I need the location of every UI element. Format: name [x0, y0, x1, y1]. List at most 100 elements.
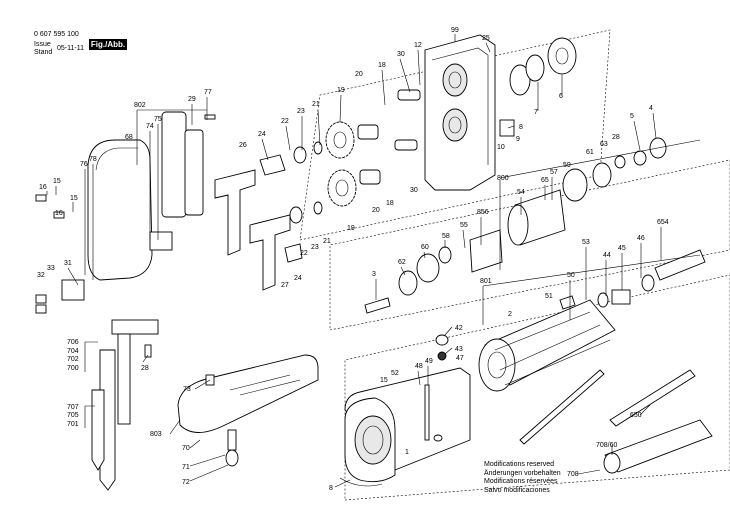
label-44: 44: [603, 252, 611, 259]
label-43: 43: [455, 346, 463, 353]
label-50: 50: [567, 272, 575, 279]
label-654: 654: [657, 219, 669, 226]
label-19a: 19: [337, 87, 345, 94]
label-19b: 19: [347, 225, 355, 232]
label-29: 29: [188, 96, 196, 103]
label-704: 704: [67, 348, 79, 355]
label-71: 71: [182, 464, 190, 471]
label-9: 9: [516, 136, 520, 143]
label-61: 61: [586, 149, 594, 156]
label-23b: 23: [311, 244, 319, 251]
label-70: 70: [182, 445, 190, 452]
base-plate: [177, 354, 319, 467]
label-18b: 18: [386, 200, 394, 207]
label-20b: 20: [372, 207, 380, 214]
label-55: 55: [460, 222, 468, 229]
label-6: 6: [559, 93, 563, 100]
label-52: 52: [391, 370, 399, 377]
label-800: 800: [497, 175, 509, 182]
label-16: 16: [39, 184, 47, 191]
motor-housing: [339, 334, 471, 487]
small-parts-left: [35, 114, 216, 491]
label-77: 77: [204, 89, 212, 96]
label-57: 57: [550, 169, 558, 176]
label-28a: 28: [612, 134, 620, 141]
label-33: 33: [47, 265, 55, 272]
label-15a: 15: [53, 178, 61, 185]
doc-number: 0 607 595 100: [34, 31, 79, 38]
label-4: 4: [649, 105, 653, 112]
figure-label: Fig./Abb. 1: [89, 39, 127, 60]
brush-parts: [519, 369, 713, 474]
label-21b: 21: [323, 238, 331, 245]
modifications-notice: Modifications reserved Änderungen vorbeh…: [484, 461, 561, 495]
label-74: 74: [146, 123, 154, 130]
label-856: 856: [477, 209, 489, 216]
label-802: 802: [134, 102, 146, 109]
label-24b: 24: [294, 275, 302, 282]
label-708: 708: [567, 471, 579, 478]
label-75: 75: [154, 116, 162, 123]
mod-line-en: Modifications reserved: [484, 461, 555, 468]
label-803: 803: [150, 431, 162, 438]
label-24a: 24: [258, 131, 266, 138]
label-15c: 15: [380, 377, 388, 384]
label-8: 8: [329, 485, 333, 492]
label-700: 700: [67, 365, 79, 372]
right-top-parts: [499, 37, 667, 169]
label-706: 706: [67, 339, 79, 346]
label-47: 47: [456, 355, 464, 362]
mod-line-es: Salvo modificaciones: [484, 486, 550, 494]
label-16b: 16: [55, 210, 63, 217]
label-705: 705: [67, 412, 79, 419]
label-18a: 18: [378, 62, 386, 69]
label-26: 26: [239, 142, 247, 149]
label-12: 12: [414, 42, 422, 49]
label-49: 49: [425, 358, 433, 365]
label-65: 65: [541, 177, 549, 184]
label-22b: 22: [300, 250, 308, 257]
part-labels: 99 25 12 30 18 19 20 21 23 22 24 26 802 …: [37, 27, 669, 492]
label-99: 99: [451, 27, 459, 34]
label-707: 707: [67, 404, 79, 411]
label-23a: 23: [297, 108, 305, 115]
label-51: 51: [545, 293, 553, 300]
label-73: 73: [183, 386, 191, 393]
label-15b: 15: [70, 195, 78, 202]
side-cover: [87, 111, 204, 281]
mod-line-de: Änderungen vorbehalten: [484, 469, 561, 477]
label-28b: 28: [141, 365, 149, 372]
label-20a: 20: [355, 71, 363, 78]
label-45: 45: [618, 245, 626, 252]
stand-label: Stand: [34, 49, 53, 56]
label-701: 701: [67, 421, 79, 428]
label-30a: 30: [397, 51, 405, 58]
label-60: 60: [421, 244, 429, 251]
label-8b: 8: [519, 124, 523, 131]
label-650: 650: [630, 412, 642, 419]
label-32: 32: [37, 272, 45, 279]
label-801: 801: [480, 278, 492, 285]
label-702: 702: [67, 356, 79, 363]
label-27: 27: [281, 282, 289, 289]
label-30b: 30: [410, 187, 418, 194]
label-2: 2: [508, 311, 512, 318]
label-10: 10: [497, 144, 505, 151]
label-3: 3: [372, 271, 376, 278]
label-22a: 22: [281, 118, 289, 125]
issue-date: 05-11-11: [57, 45, 84, 52]
label-63: 63: [600, 141, 608, 148]
label-31: 31: [64, 260, 72, 267]
label-708-60: 708/60: [596, 442, 618, 449]
label-68: 68: [125, 134, 133, 141]
label-46: 46: [637, 235, 645, 242]
mod-line-fr: Modifications réservées: [484, 478, 558, 486]
label-54: 54: [517, 189, 525, 196]
label-62: 62: [398, 259, 406, 266]
label-42: 42: [455, 325, 463, 332]
label-1: 1: [405, 449, 409, 456]
gear-housing: [424, 34, 496, 191]
label-25: 25: [482, 35, 490, 42]
